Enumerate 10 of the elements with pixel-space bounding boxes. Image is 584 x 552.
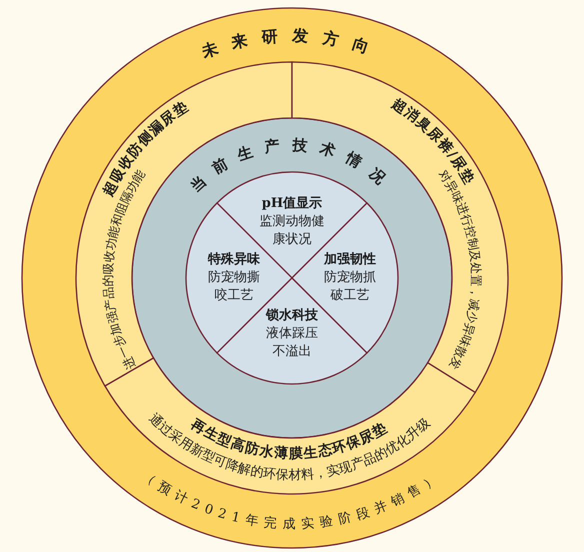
quadrant-text: 防宠物抓破工艺 xyxy=(323,268,377,305)
quadrant-title: 特殊异味 xyxy=(206,250,261,269)
ring-title: 当前生产技术情况 xyxy=(186,135,398,196)
quadrant-title: 锁水科技 xyxy=(264,307,319,325)
quadrant-title: pH值显示 xyxy=(260,195,324,213)
quadrant-text: 液体踩压不溢出 xyxy=(264,325,319,361)
quadrant-text: 防宠物撕咬工艺 xyxy=(207,268,261,305)
ring-title: 未来研发方向 xyxy=(199,26,385,62)
quadrant-title: 加强韧性 xyxy=(322,250,377,269)
quadrant-text: 监测动物健康状况 xyxy=(258,213,326,249)
